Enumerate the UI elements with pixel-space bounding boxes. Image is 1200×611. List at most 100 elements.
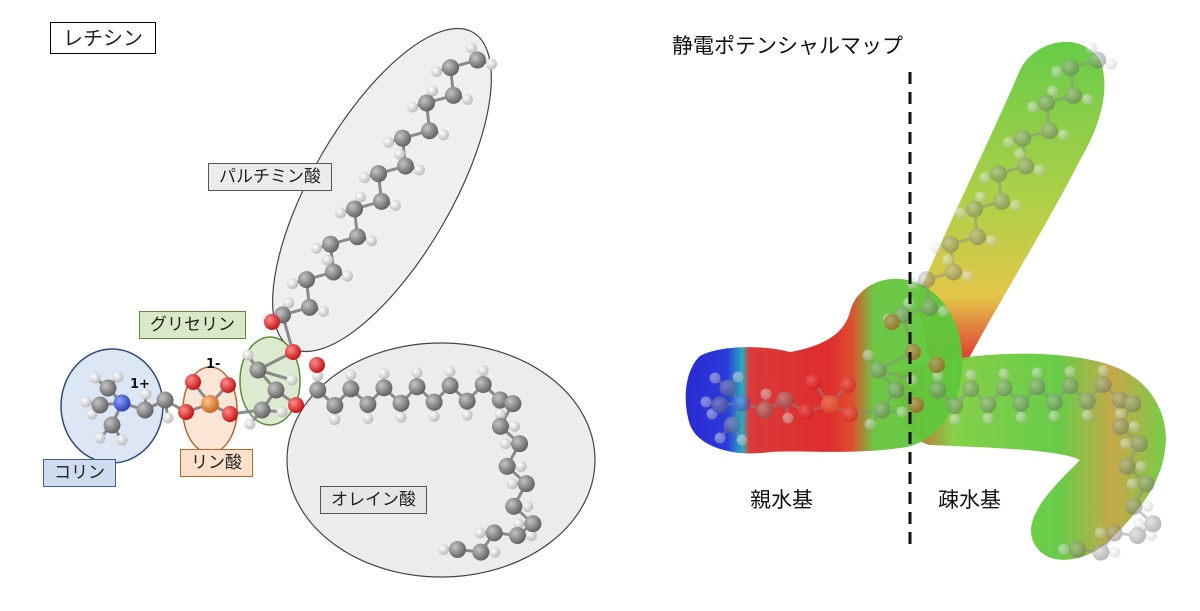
hydrogen-atom: [961, 270, 973, 282]
hydrogen-atom: [329, 413, 341, 425]
carbon-atom: [992, 192, 1010, 210]
hydrogen-atom: [979, 172, 991, 184]
hydrogen-atom: [522, 500, 534, 512]
hydrogen-atom: [906, 374, 918, 386]
hydrogen-atom: [276, 406, 288, 418]
glycerin-region: [239, 336, 301, 426]
carbon-atom: [474, 376, 492, 394]
hydrogen-atom: [1114, 408, 1126, 420]
oxygen-atom: [929, 357, 945, 373]
carbon-atom: [425, 393, 443, 411]
hydrogen-atom: [162, 412, 174, 424]
carbon-atom: [517, 475, 535, 493]
hydrogen-atom: [1142, 500, 1154, 512]
hydrogen-atom: [896, 406, 908, 418]
oxygen-atom: [288, 397, 304, 413]
carbon-atom: [408, 378, 426, 396]
carbon-atom: [324, 263, 342, 281]
oxygen-atom: [840, 377, 856, 393]
carbon-atom: [504, 395, 522, 413]
hydrogen-atom: [389, 199, 401, 211]
phosphorus-atom: [821, 395, 839, 413]
carbon-atom: [498, 457, 516, 475]
carbon-atom: [442, 59, 460, 77]
carbon-atom: [505, 497, 523, 515]
hydrogen-atom: [116, 434, 128, 446]
hydrophobic-group-label: 疎水基: [938, 488, 1001, 512]
hydrogen-atom: [413, 164, 425, 176]
carbon-atom: [723, 416, 741, 434]
carbon-atom: [392, 394, 410, 412]
nitrogen-atom: [733, 394, 751, 412]
hydrogen-atom: [985, 235, 997, 247]
carbon-atom: [946, 396, 964, 414]
carbon-atom: [979, 395, 997, 413]
carbon-atom: [249, 361, 267, 379]
hydrogen-atom: [975, 191, 987, 203]
hydrogen-atom: [94, 432, 106, 444]
carbon-atom: [918, 271, 936, 289]
oxygen-atom: [805, 374, 821, 390]
hydrogen-atom: [965, 369, 977, 381]
hydrogen-atom: [112, 371, 124, 383]
hydrogen-atom: [508, 420, 520, 432]
hydrogen-atom: [365, 235, 377, 247]
carbon-atom: [995, 379, 1013, 397]
hydrogen-atom: [477, 365, 489, 377]
hydrogen-atom: [1094, 527, 1106, 539]
carbon-atom: [990, 165, 1008, 183]
hydrogen-atom: [1051, 66, 1063, 78]
carbon-atom: [420, 122, 438, 140]
carbon-atom: [348, 228, 366, 246]
hydrogen-atom: [932, 370, 944, 382]
oxygen-atom: [178, 404, 194, 420]
carbon-atom: [1038, 94, 1056, 112]
carbon-atom: [1094, 376, 1112, 394]
hydrogen-atom: [941, 254, 953, 266]
carbon-atom: [1118, 457, 1136, 475]
carbon-atom: [485, 524, 503, 542]
hydrogen-atom: [1145, 529, 1157, 541]
carbon-atom: [156, 391, 174, 409]
hydrogen-atom: [1085, 42, 1097, 54]
carbon-atom: [511, 435, 529, 453]
hydrogen-atom: [355, 191, 367, 203]
hydrogen-atom: [500, 438, 512, 450]
carbon-atom: [298, 271, 316, 289]
hydrogen-atom: [312, 370, 324, 382]
oxygen-atom: [185, 374, 201, 390]
hydrogen-atom: [1048, 410, 1060, 422]
hydrogen-atom: [1047, 85, 1059, 97]
hydrogen-atom: [1097, 365, 1109, 377]
phosphoric-acid-label: リン酸: [180, 449, 253, 477]
carbon-atom: [253, 401, 271, 419]
carbon-atom: [359, 395, 377, 413]
hydrogen-atom: [317, 305, 329, 317]
carbon-atom: [309, 381, 327, 399]
phosphorus-atom: [201, 395, 219, 413]
carbon-atom: [1061, 377, 1079, 395]
hydrogen-atom: [1064, 366, 1076, 378]
carbon-atom: [756, 401, 774, 419]
carbon-atom: [966, 200, 984, 218]
carbon-atom: [711, 396, 729, 414]
hydrogen-atom: [1058, 544, 1070, 556]
hydrogen-atom: [1128, 420, 1140, 432]
hydrogen-atom: [982, 412, 994, 424]
carbon-atom: [719, 379, 737, 397]
oxygen-atom: [264, 314, 280, 330]
hydrogen-atom: [949, 413, 961, 425]
carbon-atom: [468, 51, 486, 69]
hydrogen-atom: [525, 529, 537, 541]
carbon-atom: [1064, 86, 1082, 104]
hydrogen-atom: [732, 371, 744, 383]
hydrogen-atom: [489, 546, 501, 558]
hydrogen-atom: [1109, 546, 1121, 558]
hydrogen-atom: [311, 242, 323, 254]
hydrogen-atom: [335, 207, 347, 219]
carbon-atom: [99, 379, 117, 397]
carbon-atom: [1137, 475, 1155, 493]
hydrogen-atom: [321, 254, 333, 266]
potential-map-title: 静電ポテンシャルマップ: [672, 34, 903, 58]
